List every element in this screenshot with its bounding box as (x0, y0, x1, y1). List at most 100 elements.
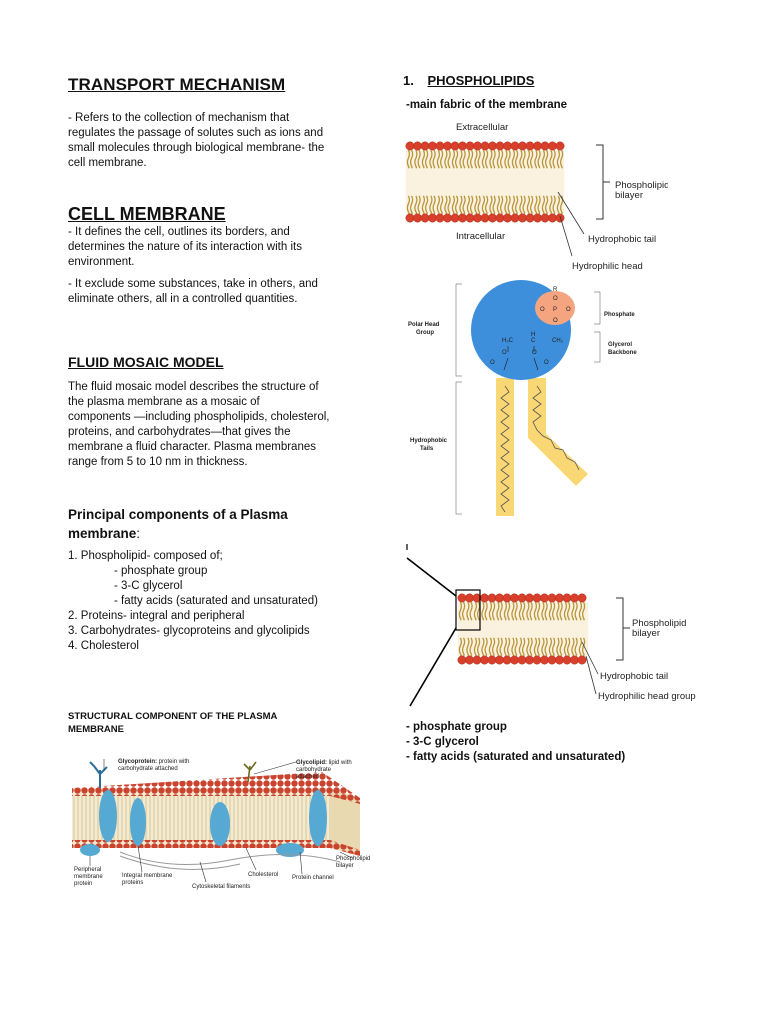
lipid-tail (406, 149, 411, 169)
list-item: - phosphate group (114, 565, 208, 577)
lipid-tail (563, 637, 568, 657)
integral-protein-label: proteins (122, 880, 143, 886)
lipid-tail (451, 195, 456, 215)
lipid-head (517, 593, 527, 603)
lipid-tail (484, 195, 489, 215)
atom-label: O (490, 360, 495, 366)
glycerol-backbone-label: Glycerol (608, 342, 632, 348)
list-item: - fatty acids (saturated and unsaturated… (406, 751, 626, 763)
lipid-tail (534, 149, 538, 169)
lipid-tail (556, 601, 560, 621)
lipid-head (510, 141, 520, 151)
lipid-tail (526, 637, 530, 657)
lipid-head (488, 213, 497, 223)
lipid-tail (458, 601, 463, 621)
lipid-head (420, 141, 430, 151)
lipid-tail (529, 637, 533, 657)
atom-label: R (553, 287, 558, 293)
phospholipid-bilayer-diagram: Extracellular Intracellular Phospholipid… (405, 122, 668, 272)
integral-protein (130, 798, 146, 846)
intro-paragraph: - Refers to the collection of mechanism … (68, 111, 388, 171)
lipid-tail (439, 195, 444, 215)
heading-line: STRUCTURAL COMPONENT OF THE PLASMA (68, 711, 278, 722)
lipid-tail (556, 195, 561, 215)
lipid-tail (499, 601, 503, 621)
lipid-head (428, 141, 437, 151)
lipid-tail (473, 637, 478, 657)
phospholipid-bilayer-label: Phospholipid (632, 618, 686, 629)
lipid-tail (559, 601, 563, 621)
lipid-tail (496, 637, 500, 657)
hydrophobic-tails-label: Tails (420, 446, 434, 452)
atom-label: O (553, 318, 558, 324)
atom-label: CH₂ (552, 338, 564, 344)
hydrophilic-head-label: Hydrophilic head (572, 261, 643, 272)
lipid-head (532, 593, 542, 603)
lipid-head (518, 213, 527, 223)
lipid-head (540, 655, 549, 665)
lipid-tail (548, 601, 553, 621)
lipid-tail (536, 637, 541, 657)
lipid-tail (541, 601, 545, 621)
lipid-tail (549, 149, 553, 169)
lipid-tail (421, 195, 426, 215)
lipid-head (562, 593, 572, 603)
lipid-tail (454, 195, 459, 215)
lipid-tail (459, 195, 463, 215)
lipid-tail (552, 195, 556, 215)
lipid-tail (499, 149, 504, 169)
heading-line: Principal components of a Plasma (68, 507, 288, 522)
intro-line: cell membrane. (68, 157, 147, 169)
lipid-head (495, 141, 505, 151)
lipid-tail (414, 195, 418, 215)
protein-channel (309, 790, 327, 846)
lipid-head (488, 141, 497, 151)
lipid-tail (451, 149, 456, 169)
peripheral-protein (80, 844, 100, 856)
atom-label: O (532, 350, 537, 356)
phospholipid-molecule-diagram: R O O P O O H₂C H C CH₂ O O O O Polar He… (408, 280, 637, 516)
lipid-tail (424, 149, 429, 169)
lipid-tail (521, 637, 526, 657)
bilayer-molecules (457, 593, 589, 665)
lipid-head (473, 213, 482, 223)
lipid-tail (409, 195, 414, 215)
lipid-tail (534, 195, 538, 215)
text-line: environment. (68, 256, 135, 268)
lipid-tail (496, 195, 501, 215)
list-item: 1. Phospholipid- composed of; (68, 550, 223, 562)
glycerol-backbone-label: Backbone (608, 350, 637, 356)
section-title: PHOSPHOLIPIDS (427, 73, 535, 88)
lipid-tail (488, 601, 493, 621)
lipid-tail (504, 195, 508, 215)
lipid-tail (409, 149, 414, 169)
lipid-head (562, 655, 572, 665)
lipid-tail (489, 195, 493, 215)
lipid-tail (541, 195, 546, 215)
lipid-tail (447, 149, 451, 169)
lipid-tail (533, 637, 538, 657)
phospholipid-bilayer-label: bilayer (336, 863, 354, 869)
glycolipid-label-line: carbohydrate (296, 767, 332, 773)
lipid-tail (537, 195, 541, 215)
lipid-tail (432, 195, 436, 215)
lipid-head (502, 655, 512, 665)
lipid-tail (578, 637, 583, 657)
lipid-head (487, 655, 497, 665)
lipid-tail (436, 195, 441, 215)
lipid-head (413, 141, 422, 151)
glycolipid-label-line: attached (296, 774, 319, 780)
lipid-head (525, 141, 535, 151)
cytoskeletal-label: Cytoskeletal filaments (192, 884, 250, 890)
lipid-tail (466, 601, 470, 621)
lipid-tail (544, 149, 549, 169)
glycoprotein-chain (89, 761, 108, 788)
lipid-tail (507, 149, 511, 169)
text-line: - It defines the cell, outlines its bord… (68, 226, 290, 238)
lipid-tail (414, 149, 418, 169)
intracellular-label: Intracellular (456, 231, 505, 242)
lipid-tail (488, 637, 493, 657)
lipid-tail (503, 637, 508, 657)
lipid-head (517, 655, 527, 665)
lipid-tail (507, 195, 511, 215)
